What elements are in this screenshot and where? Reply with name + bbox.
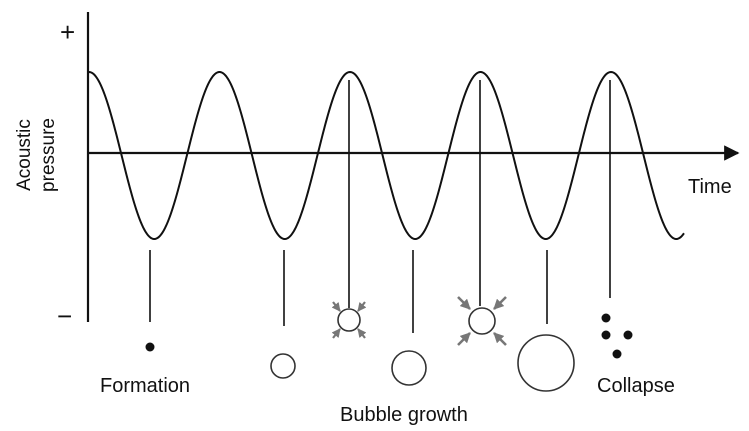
minus-sign: − (57, 301, 72, 331)
stage-label-bubble-growth: Bubble growth (340, 404, 468, 426)
bubble-growth-2 (392, 351, 426, 385)
bubble-compressed-2 (469, 308, 495, 334)
fragment-dot (613, 350, 622, 359)
bubble-growth-1 (271, 354, 295, 378)
x-axis-label: Time (688, 176, 732, 198)
arrow-icon (458, 333, 470, 345)
connector-lines (150, 80, 610, 333)
arrow-icon (458, 297, 470, 309)
y-axis-label-line1: Acoustic (14, 119, 35, 191)
arrow-icon (358, 329, 365, 338)
arrow-icon (494, 333, 506, 345)
arrow-icon (333, 329, 340, 338)
collapse-fragments (602, 314, 633, 359)
fragment-dot (602, 331, 611, 340)
bubble-growth-3 (518, 335, 574, 391)
y-axis-label-line2: pressure (38, 118, 59, 192)
arrow-icon (494, 297, 506, 309)
bubble-compressed-1 (338, 309, 360, 331)
stage-label-formation: Formation (100, 375, 190, 397)
plus-sign: + (60, 17, 75, 47)
fragment-dot (602, 314, 611, 323)
arrow-icon (333, 302, 340, 311)
arrow-icon (358, 302, 365, 311)
bubble-formation (146, 343, 155, 352)
compression-arrows-2 (458, 297, 506, 345)
fragment-dot (624, 331, 633, 340)
pressure-wave (88, 72, 684, 239)
stage-label-collapse: Collapse (597, 375, 675, 397)
